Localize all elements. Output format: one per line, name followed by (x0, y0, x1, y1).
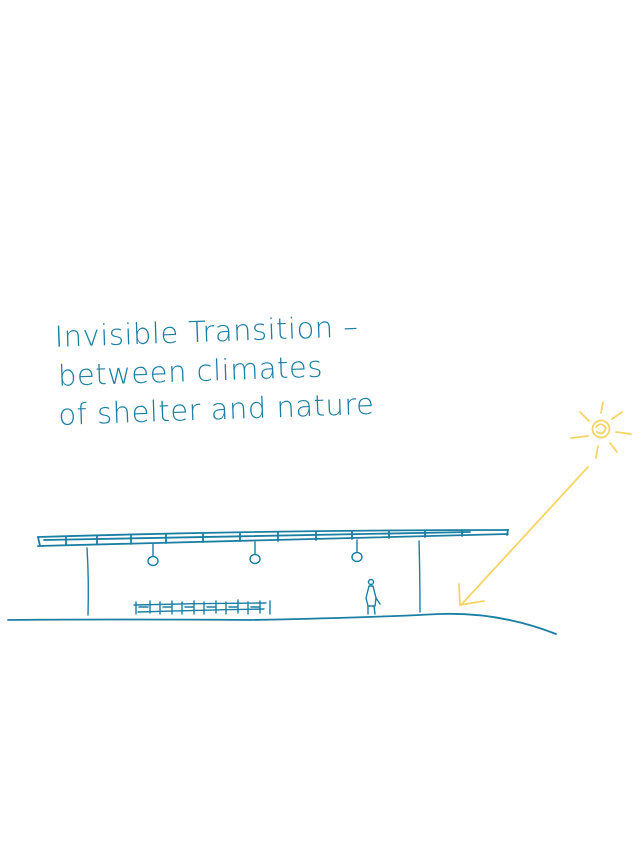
sun-ray (615, 431, 632, 435)
sun-core (595, 423, 607, 435)
person-body (365, 585, 377, 607)
sun-ray (570, 435, 589, 439)
sun-ray (600, 401, 604, 414)
column-left (86, 547, 90, 616)
lamp-icon (249, 541, 261, 565)
ground-line (7, 612, 557, 635)
person-leg (373, 605, 376, 615)
column-right (418, 540, 421, 613)
sun-ray (609, 442, 618, 453)
person-head (367, 578, 375, 586)
table-top (133, 602, 267, 606)
arrow-shaft (460, 466, 589, 606)
sketch-caption: Invisible Transition – between climates … (52, 303, 476, 435)
sunlight-arrow (458, 466, 589, 606)
sun-ray (611, 411, 623, 420)
roof-bottom-edge (37, 533, 509, 547)
person-figure (365, 578, 381, 615)
chair-backs (135, 599, 271, 615)
sun-ray (595, 445, 599, 459)
arrow-head (458, 583, 485, 606)
roof-inner-line (43, 531, 471, 541)
lamp-icon (147, 543, 159, 567)
sun-icon (570, 401, 632, 459)
person-arm (375, 597, 381, 605)
roof-canopy (37, 529, 509, 547)
roof-top-edge (37, 529, 509, 538)
roof-end-left (37, 536, 41, 547)
table-with-chairs (133, 599, 271, 615)
table-edge (137, 608, 265, 613)
sun-disc (591, 419, 611, 439)
sun-ray (579, 411, 590, 422)
roof-ribs (65, 529, 463, 546)
lamp-icon (351, 539, 363, 563)
columns (86, 540, 421, 616)
pendant-lamps (147, 539, 363, 567)
roof-end-right (506, 529, 509, 536)
